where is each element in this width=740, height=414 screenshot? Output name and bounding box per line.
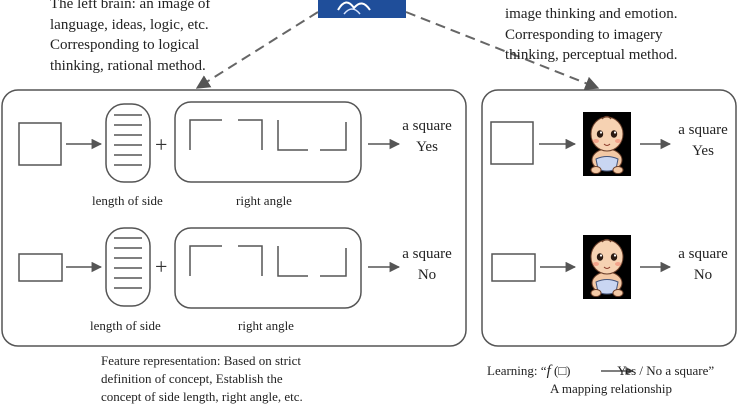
left-brain-description: The left brain: an image of language, id… <box>50 0 210 76</box>
result-left-1-line1: a square <box>402 118 452 134</box>
angle-label-1: right angle <box>236 193 292 208</box>
right-brain-line-3: thinking, perceptual method. <box>505 47 678 63</box>
right-caption-suffix: Yes / No a square” <box>614 363 715 378</box>
side-feature-box-2 <box>105 227 151 307</box>
input-rect-left-2 <box>18 253 63 282</box>
left-brain-line-4: thinking, rational method. <box>50 57 206 74</box>
right-brain-line-2: Corresponding to imagery <box>505 26 663 43</box>
left-brain-line-3: Corresponding to logical <box>50 37 200 53</box>
side-lines-2 <box>114 237 142 289</box>
angle-feature-box-2 <box>174 227 362 309</box>
right-angle-marks-1 <box>189 119 347 151</box>
right-caption-f: f <box>546 363 551 379</box>
right-caption-mid: (□) <box>550 363 571 378</box>
plus-sign-1: + <box>155 132 167 157</box>
result-left-2-line1: a square <box>402 246 452 262</box>
result-right-1-line2: Yes <box>692 143 714 159</box>
right-caption-line-2: A mapping relationship <box>550 381 673 396</box>
result-right-1-line1: a square <box>678 122 728 138</box>
side-label-1: length of side <box>92 193 163 208</box>
dashed-arrow-right <box>405 11 600 90</box>
left-caption-line-2: definition of concept, Establish the <box>101 371 283 386</box>
left-brain-line-2: language, ideas, logic, etc. <box>50 16 209 33</box>
angle-label-2: right angle <box>238 318 294 333</box>
left-caption-line-1: Feature representation: Based on strict <box>101 353 301 368</box>
left-brain-line-1: The left brain: an image of <box>50 0 211 12</box>
result-right-2-line2: No <box>693 267 713 283</box>
input-square-left-1 <box>18 122 62 166</box>
angle-feature-box-1 <box>174 101 362 183</box>
left-panel-frame <box>1 89 467 347</box>
right-caption: Learning: “f (□) Yes / No a square” <box>487 362 714 380</box>
result-left-1: a square Yes <box>392 116 462 158</box>
result-right-2: a square No <box>668 244 738 286</box>
right-caption-prefix: Learning: “ <box>487 363 547 378</box>
dashed-arrow-left <box>195 11 319 89</box>
baby-icon <box>590 115 624 175</box>
side-feature-box-1 <box>105 103 151 183</box>
side-label-2: length of side <box>90 318 161 333</box>
result-left-1-line2: Yes <box>416 139 438 155</box>
result-left-2: a square No <box>392 244 462 286</box>
plus-sign-2: + <box>155 254 167 279</box>
left-caption: Feature representation: Based on strict … <box>101 352 303 406</box>
brain-icon <box>318 0 406 18</box>
result-right-2-line1: a square <box>678 246 728 262</box>
baby-icon <box>590 238 624 298</box>
left-caption-line-3: concept of side length, right angle, etc… <box>101 389 303 404</box>
result-left-2-line2: No <box>417 267 437 283</box>
right-angle-marks-2 <box>189 245 347 277</box>
side-lines-1 <box>114 114 142 166</box>
right-brain-line-1: image thinking and emotion. <box>505 6 678 22</box>
input-square-right-1 <box>490 121 534 165</box>
right-brain-description: image thinking and emotion. Correspondin… <box>505 4 677 66</box>
input-rect-right-2 <box>491 253 536 282</box>
right-panel-frame <box>481 89 737 347</box>
result-right-1: a square Yes <box>668 120 738 162</box>
